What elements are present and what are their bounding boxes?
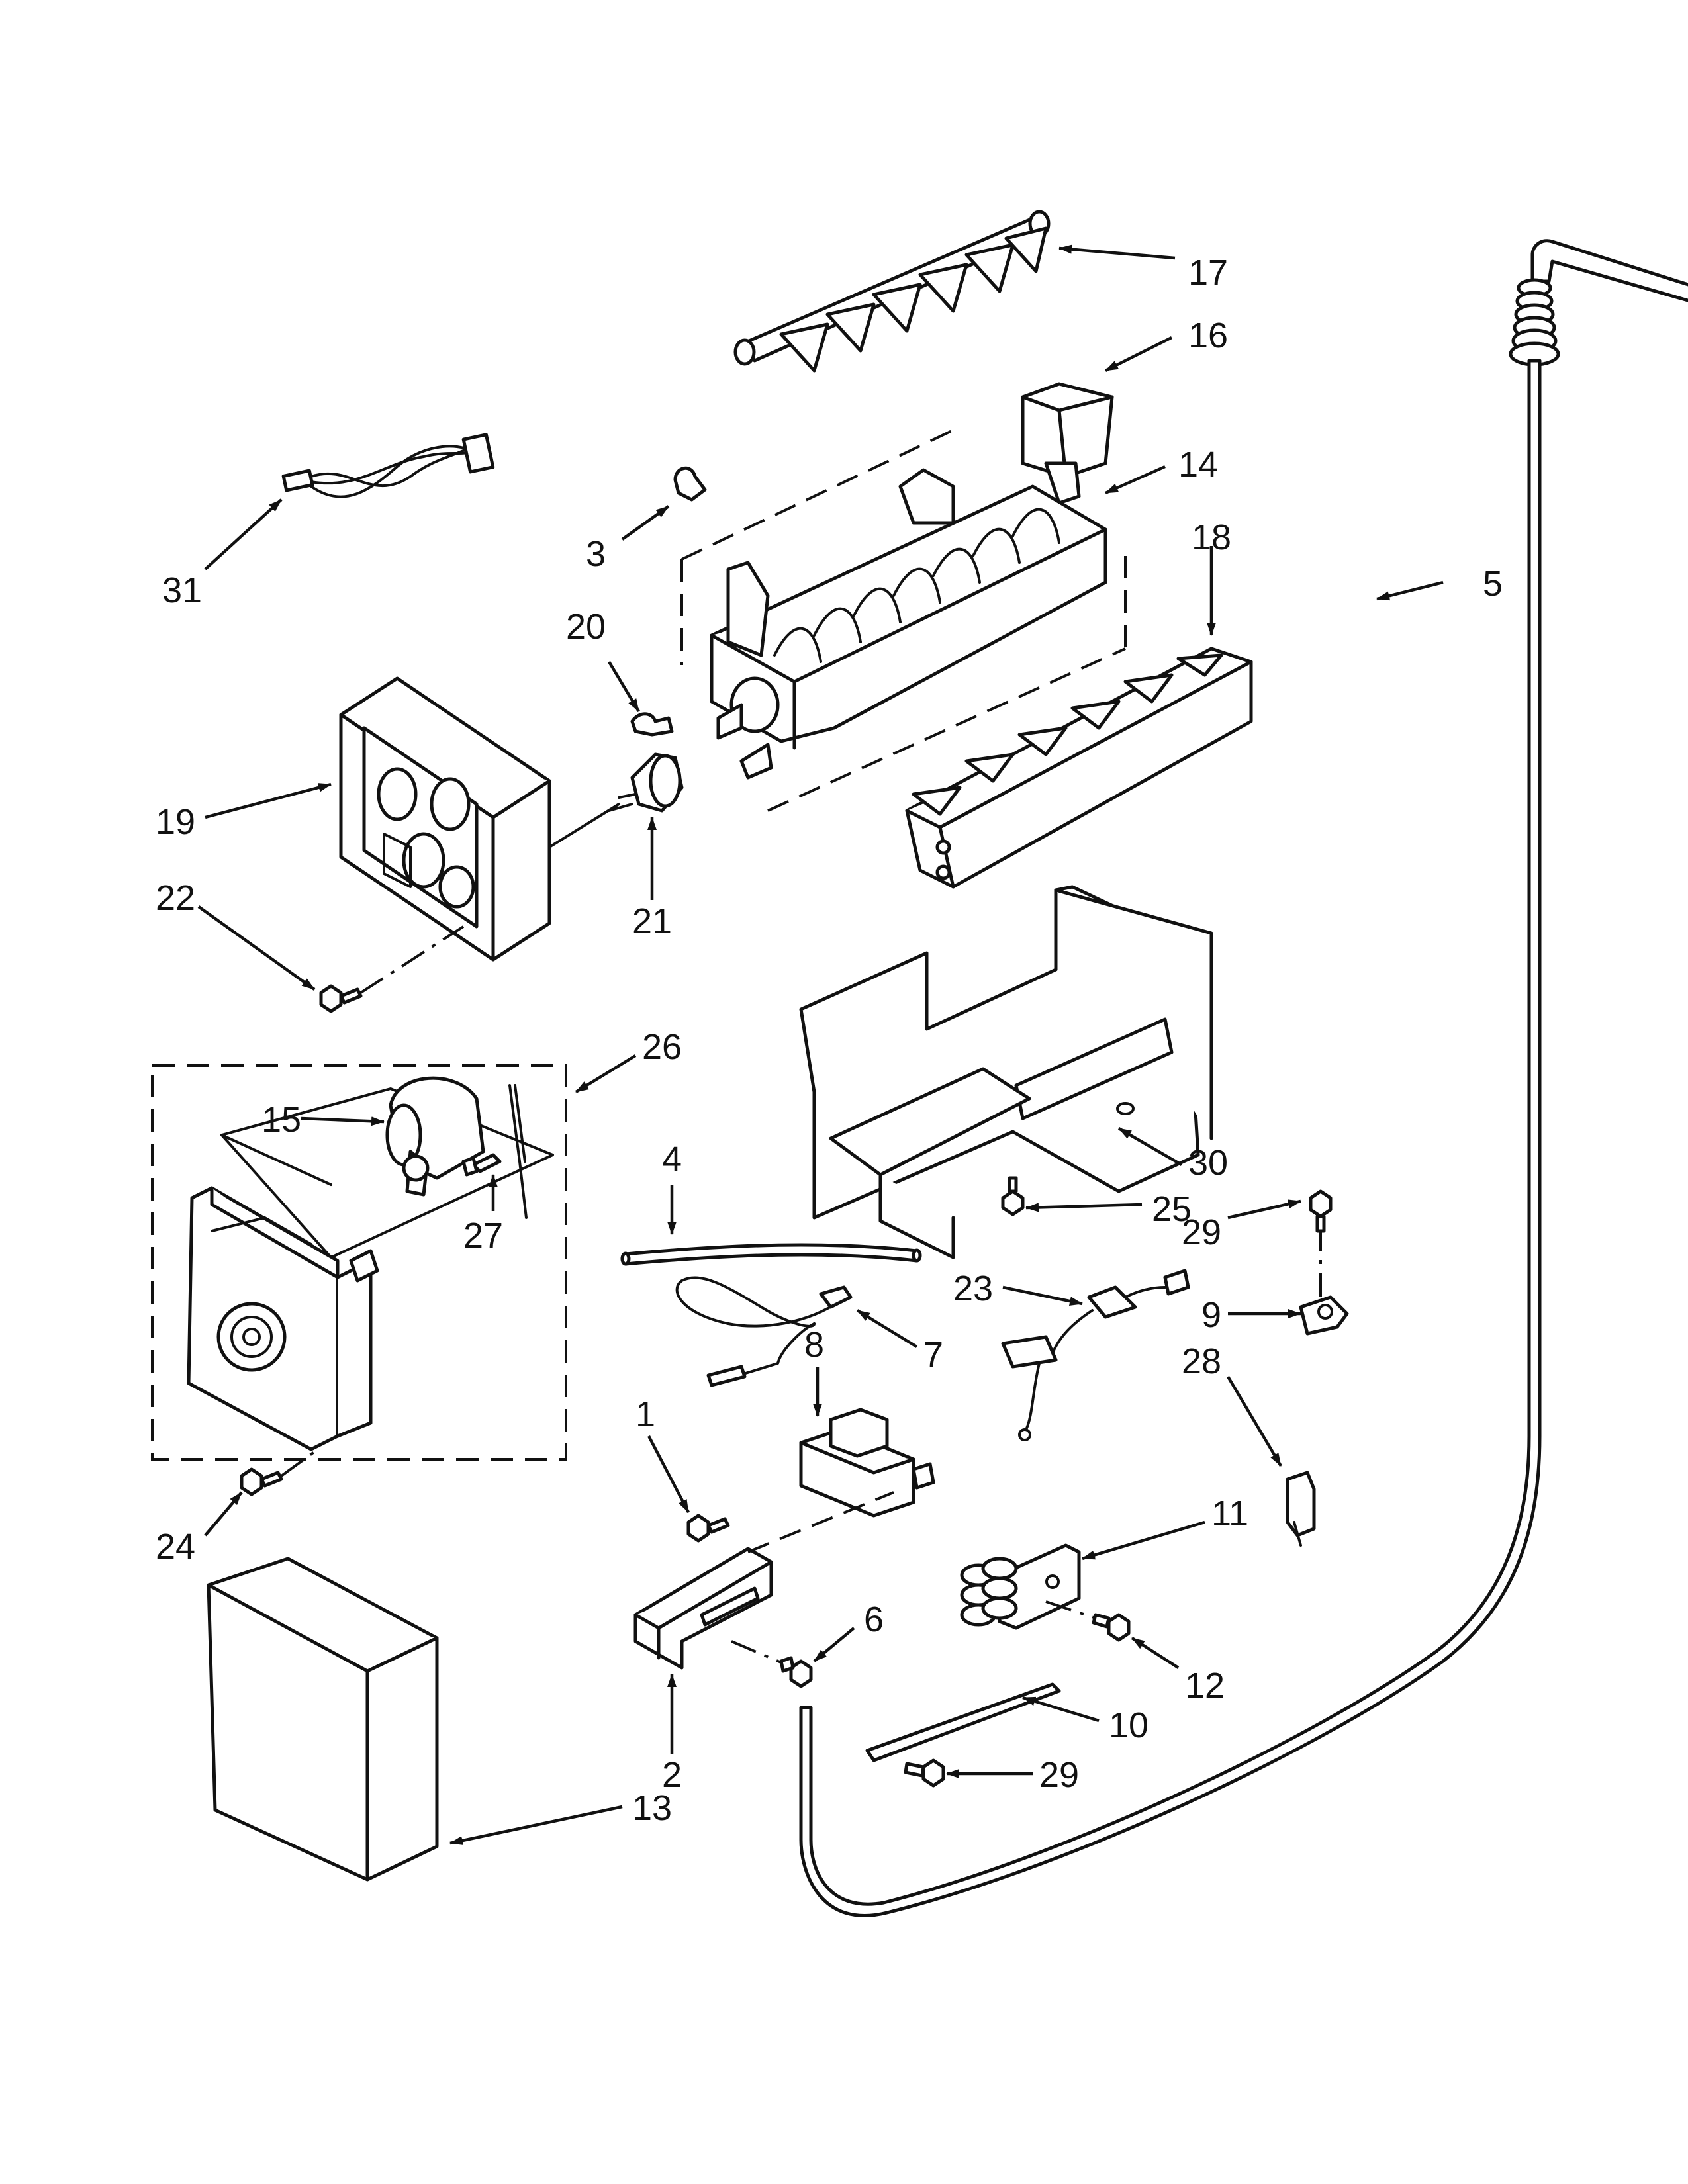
part-29-screw-upper bbox=[1309, 1189, 1333, 1233]
part-15-motor bbox=[385, 1076, 528, 1219]
part-3-clip bbox=[673, 466, 707, 502]
callout-7: 7 bbox=[923, 1335, 943, 1375]
callout-29-lower: 29 bbox=[1039, 1755, 1079, 1795]
callout-9: 9 bbox=[1201, 1295, 1221, 1335]
callout-14: 14 bbox=[1178, 445, 1218, 484]
callout-15: 15 bbox=[261, 1100, 301, 1140]
part-17-ejector-arm bbox=[733, 210, 1051, 373]
callout-17: 17 bbox=[1188, 253, 1228, 293]
callout-20: 20 bbox=[566, 607, 606, 647]
callout-26: 26 bbox=[642, 1027, 682, 1067]
kit-housing bbox=[187, 1186, 379, 1451]
callout-13: 13 bbox=[632, 1788, 672, 1828]
callout-23: 23 bbox=[953, 1269, 993, 1308]
part-13-cover bbox=[207, 1557, 439, 1882]
part-23-harness bbox=[1001, 1269, 1190, 1441]
leader-lines bbox=[197, 244, 1444, 1845]
part-8-valve bbox=[799, 1408, 935, 1518]
callout-18: 18 bbox=[1192, 518, 1231, 557]
callout-25: 25 bbox=[1152, 1189, 1192, 1229]
callout-3: 3 bbox=[586, 534, 606, 574]
part-9-clamp bbox=[1299, 1224, 1349, 1336]
part-10-bar bbox=[865, 1682, 1061, 1762]
part-14-ice-mold bbox=[680, 429, 1127, 812]
part-18-stripper bbox=[905, 647, 1253, 889]
part-22-screw bbox=[319, 925, 465, 1013]
callout-22: 22 bbox=[156, 878, 195, 918]
callout-labels: 17 16 14 18 5 31 3 20 21 19 22 26 15 27 … bbox=[156, 253, 1503, 1828]
part-16-fill-cup bbox=[1021, 382, 1114, 505]
part-28-clip bbox=[1286, 1471, 1316, 1547]
callout-30: 30 bbox=[1188, 1143, 1228, 1183]
callout-4: 4 bbox=[662, 1140, 682, 1179]
part-1-screw bbox=[686, 1514, 730, 1543]
part-11-bracket bbox=[960, 1543, 1081, 1630]
callout-2: 2 bbox=[662, 1755, 682, 1795]
callout-11: 11 bbox=[1211, 1494, 1248, 1533]
callout-6: 6 bbox=[864, 1600, 884, 1639]
part-31-wire-harness bbox=[281, 433, 495, 498]
callout-21: 21 bbox=[632, 901, 672, 941]
callout-8: 8 bbox=[804, 1325, 824, 1365]
callout-12: 12 bbox=[1185, 1666, 1225, 1706]
part-7-heater bbox=[675, 1276, 853, 1387]
callout-19: 19 bbox=[156, 802, 195, 842]
part-21-thermostat bbox=[548, 752, 684, 848]
callout-1: 1 bbox=[635, 1394, 655, 1434]
callout-16: 16 bbox=[1188, 316, 1228, 355]
callout-31: 31 bbox=[162, 570, 202, 610]
part-6-screw bbox=[731, 1640, 813, 1688]
callout-29-upper: 29 bbox=[1182, 1212, 1221, 1252]
part-4-tube bbox=[620, 1243, 922, 1266]
part-20-clip bbox=[630, 712, 674, 737]
part-24-screw bbox=[240, 1448, 319, 1496]
part-19-housing bbox=[339, 676, 551, 962]
callout-5: 5 bbox=[1483, 564, 1503, 604]
callout-24: 24 bbox=[156, 1527, 195, 1567]
part-12-screw bbox=[1045, 1600, 1131, 1642]
part-25-screw bbox=[1001, 1176, 1025, 1216]
callout-10: 10 bbox=[1109, 1706, 1149, 1745]
callout-28: 28 bbox=[1182, 1342, 1221, 1381]
part-29-screw-lower bbox=[904, 1758, 945, 1788]
part-27-screw bbox=[461, 1153, 502, 1177]
part-30-bracket bbox=[799, 885, 1213, 1259]
part-5-water-tube bbox=[799, 239, 1688, 1917]
callout-27: 27 bbox=[463, 1216, 503, 1255]
part-26-kit bbox=[151, 1064, 567, 1461]
part-2-bracket bbox=[633, 1491, 894, 1670]
